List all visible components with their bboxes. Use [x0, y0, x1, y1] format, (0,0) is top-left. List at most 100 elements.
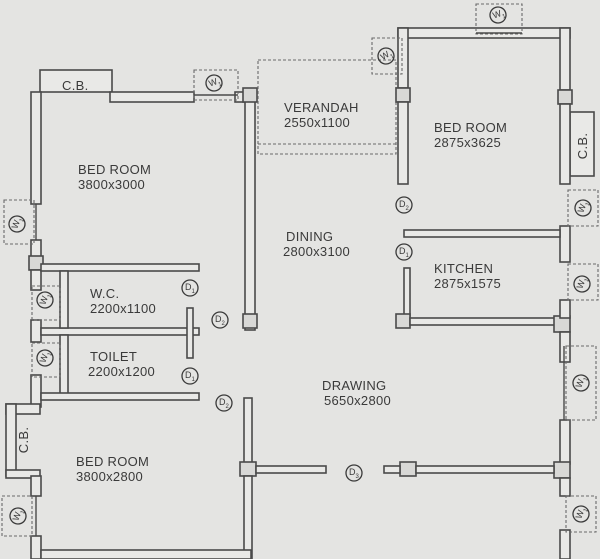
wall-segment: [403, 229, 561, 238]
window-frame: [475, 3, 523, 35]
window-marker-circle: [36, 349, 54, 367]
column: [553, 461, 571, 479]
wall-segment: [5, 403, 17, 477]
window-frame: [193, 69, 239, 101]
column: [242, 87, 258, 103]
room-size: 3800x3000: [78, 177, 145, 192]
room-name: BED ROOM: [78, 162, 151, 177]
windows: [1, 3, 599, 537]
cupboard-box: [569, 111, 595, 177]
door-marker-circle: [345, 464, 363, 482]
column: [557, 89, 573, 105]
window-marker: W1: [8, 215, 26, 233]
column: [395, 87, 411, 103]
column: [239, 461, 257, 477]
window-marker-circle: [377, 47, 395, 65]
window-marker: W1: [572, 374, 590, 392]
room-name: KITCHEN: [434, 261, 493, 276]
door-marker: D1: [181, 279, 199, 297]
room-size: 3800x2800: [76, 469, 143, 484]
window-marker: W1: [36, 349, 54, 367]
window-marker: W1: [573, 275, 591, 293]
window-marker: W1: [377, 47, 396, 65]
window-frame: [565, 345, 597, 421]
wall-segment: [243, 397, 253, 465]
door-marker-label: D1: [185, 282, 196, 295]
wall-segment: [39, 69, 113, 93]
window-marker: W1: [572, 505, 590, 523]
cupboard-label: C.B.: [575, 133, 590, 159]
window-frame: [31, 285, 61, 321]
wall-segment: [383, 465, 401, 474]
wall-segment: [559, 529, 571, 559]
column: [395, 313, 411, 329]
window-marker: W1: [9, 507, 27, 525]
verandah-outline: [257, 59, 397, 155]
door-marker-label: D2: [215, 314, 226, 327]
window-marker-circle: [8, 215, 26, 233]
door-marker: D1: [181, 367, 199, 385]
room-size: 5650x2800: [324, 393, 391, 408]
wall-segment: [559, 103, 571, 185]
window-marker: W1: [205, 74, 223, 92]
door-marker-circle: [215, 394, 233, 412]
door-marker-circle: [395, 243, 413, 261]
wall-segment: [59, 334, 69, 396]
wall-segment: [40, 392, 200, 401]
wall-segment: [30, 535, 42, 559]
column: [399, 461, 417, 477]
window-marker-circle: [489, 6, 507, 24]
room-size: 2800x3100: [283, 244, 350, 259]
wall-segment: [59, 270, 69, 329]
room-size: 2875x3625: [434, 135, 501, 150]
wall-segment: [30, 374, 42, 408]
column: [242, 313, 258, 329]
wall-segment: [5, 469, 41, 479]
wall-segment: [559, 225, 571, 263]
wall-segment: [40, 263, 200, 272]
window-marker-label: W1: [491, 7, 507, 23]
door-marker-label: D2: [219, 397, 230, 410]
wall-segment: [109, 91, 195, 103]
room-name: DRAWING: [322, 378, 386, 393]
wall-segment: [244, 91, 256, 331]
room-name: TOILET: [90, 349, 137, 364]
wall-segment: [559, 27, 571, 91]
wall-segment: [30, 91, 42, 205]
window-marker-circle: [36, 291, 54, 309]
wall-segment: [559, 477, 571, 497]
window-marker-circle: [9, 507, 27, 525]
cupboard-label: C.B.: [62, 78, 88, 93]
window-frame: [567, 189, 599, 227]
room-name: DINING: [286, 229, 333, 244]
wall-segment: [30, 319, 42, 343]
window-frame: [31, 342, 61, 378]
wall-segment: [397, 101, 409, 185]
room-size: 2550x1100: [284, 115, 350, 130]
wall-segment: [559, 299, 571, 319]
wall-segment: [397, 27, 409, 89]
door-marker-circle: [181, 279, 199, 297]
room-size: 2200x1200: [88, 364, 155, 379]
window-frame: [3, 199, 35, 245]
window-marker: W1: [489, 6, 507, 24]
window-marker-circle: [205, 74, 223, 92]
window-marker-circle: [573, 275, 591, 293]
wall-segment: [243, 475, 253, 559]
room-name: BED ROOM: [434, 120, 507, 135]
door-marker-label: D2: [399, 199, 410, 212]
wall-segment: [559, 331, 571, 363]
room-size: 2875x1575: [434, 276, 501, 291]
window-frame: [567, 263, 599, 301]
wall-segment: [186, 307, 194, 359]
window-frame: [1, 495, 33, 537]
window-marker-circle: [574, 199, 592, 217]
door-marker-circle: [395, 196, 413, 214]
window-frame: [565, 495, 597, 533]
door-marker-circle: [211, 311, 229, 329]
window-marker: W1: [36, 291, 54, 309]
door-marker-label: D3: [349, 467, 360, 480]
wall-segment: [403, 267, 411, 317]
wall-segment: [30, 269, 42, 291]
